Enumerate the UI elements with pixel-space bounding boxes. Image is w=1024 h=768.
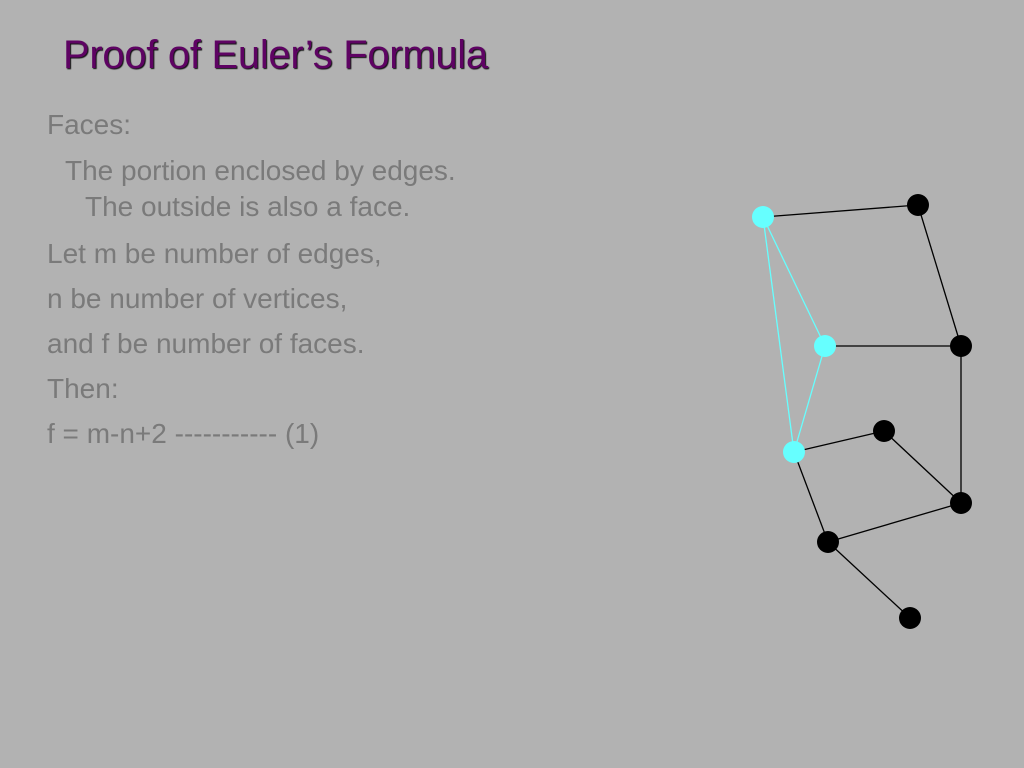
graph-vertices: [752, 194, 972, 629]
graph-edge-v6-v8: [793, 451, 829, 543]
graph-edge-v2-v3: [917, 204, 962, 347]
graph-vertex-v3: [950, 335, 972, 357]
text-then: Then:: [47, 373, 119, 404]
text-formula: f = m-n+2 ----------- (1): [47, 418, 320, 449]
graph-edge-v1-v6: [762, 216, 795, 453]
graph-edge-v1-v2: [762, 204, 919, 218]
text-faces-heading: Faces:: [47, 109, 132, 140]
graph-edge-v6-v5: [793, 430, 885, 453]
graph-vertex-v7: [950, 492, 972, 514]
graph-vertex-v2: [907, 194, 929, 216]
graph-edges: [762, 204, 962, 619]
graph-edge-v8-v9: [827, 541, 911, 619]
slide-body: Faces: The portion enclosed by edges. Th…: [47, 108, 487, 462]
graph-vertex-v6: [783, 441, 805, 463]
graph-edge-v7-v8: [827, 502, 962, 543]
text-faces-count-definition: and f be number of faces.: [47, 328, 365, 359]
text-edges-definition: Let m be number of edges,: [47, 238, 382, 269]
graph-edge-v1-v4: [762, 216, 826, 347]
graph-vertex-v9: [899, 607, 921, 629]
graph-vertex-v8: [817, 531, 839, 553]
graph-vertex-v4: [814, 335, 836, 357]
slide-title: Proof of Euler’s Formula: [63, 33, 488, 77]
text-vertices-definition: n be number of vertices,: [47, 283, 348, 314]
graph-edge-v4-v6: [793, 345, 826, 453]
text-faces-definition: The portion enclosed by edges. The outsi…: [65, 155, 456, 222]
graph-edge-v5-v7: [883, 430, 962, 504]
graph-vertex-v1: [752, 206, 774, 228]
graph-vertex-v5: [873, 420, 895, 442]
